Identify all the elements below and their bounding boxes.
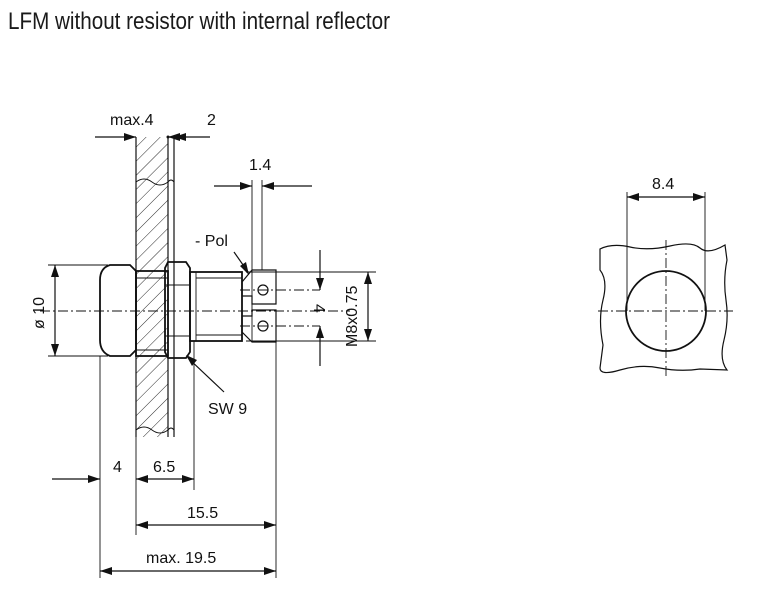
dim-max19-5: max. 19.5: [100, 550, 276, 575]
label-15-5: 15.5: [187, 505, 218, 522]
panel-outline: [599, 243, 729, 374]
label-1-4: 1.4: [249, 157, 271, 174]
label-2: 2: [207, 112, 216, 129]
body-collar: [135, 270, 169, 357]
dim-max4: max.4 2: [95, 112, 216, 141]
panel-wall: [135, 137, 169, 437]
dim-15-5: 15.5: [136, 505, 276, 529]
label-4-vertical: 4: [310, 304, 327, 313]
dim-4-6-5: 4 6.5: [52, 459, 194, 483]
label-4: 4: [113, 459, 122, 476]
lens-cap: [99, 264, 137, 357]
label-m8: M8x0.75: [344, 286, 361, 347]
cutout-view: 8.4: [598, 176, 733, 378]
pol-leader: - Pol: [195, 233, 249, 275]
dim-4-vertical: 4: [310, 250, 327, 366]
label-max19-5: max. 19.5: [146, 550, 216, 567]
label-pol: - Pol: [195, 233, 228, 250]
label-8-4: 8.4: [652, 176, 674, 193]
dim-m8: M8x0.75: [246, 271, 376, 347]
label-max4: max.4: [110, 112, 154, 129]
sw9-leader: SW 9: [186, 355, 247, 418]
label-dia10: ø 10: [31, 297, 48, 329]
solder-terminals: [241, 269, 277, 343]
label-6-5: 6.5: [153, 459, 175, 476]
hex-nut: [164, 261, 191, 359]
side-view: [40, 137, 350, 437]
diagram-title: LFM without resistor with internal refle…: [8, 8, 390, 35]
dim-dia10: ø 10: [31, 264, 108, 357]
dim-1-4: 1.4: [214, 157, 312, 270]
threaded-body: [189, 271, 243, 342]
label-sw9: SW 9: [208, 401, 247, 418]
